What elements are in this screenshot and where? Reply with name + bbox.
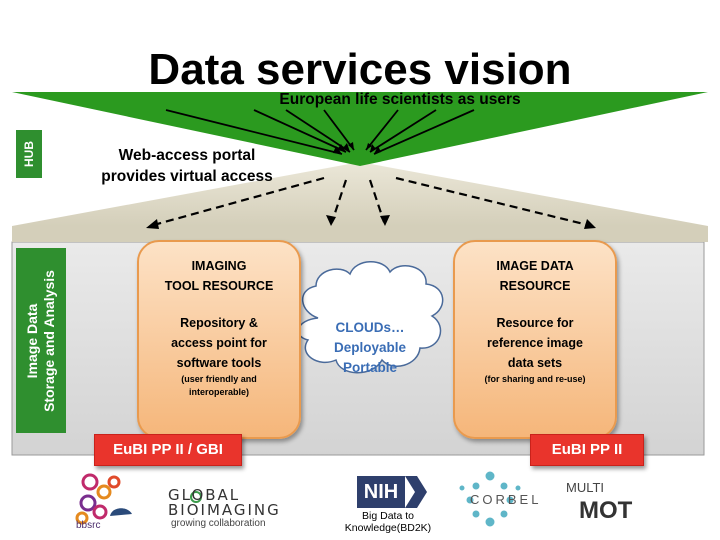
tool-resource-body: Repository & access point for software t… xyxy=(139,313,299,373)
bbsrc-gear-icon xyxy=(75,473,121,525)
portal-line-1: Web-access portal xyxy=(118,147,256,164)
tool-note-line-1: (user friendly and xyxy=(181,374,257,384)
data-heading-line-1: IMAGE DATA xyxy=(496,259,574,273)
gbi-logo-line-2: BIOIMAGING xyxy=(168,501,281,519)
data-body-line-2: reference image xyxy=(487,336,583,350)
corbel-logo-text: CORBEL xyxy=(470,492,542,507)
user-arrows xyxy=(165,109,475,155)
data-resource-body: Resource for reference image data sets xyxy=(455,313,615,373)
users-label: European life scientists as users xyxy=(279,91,521,108)
nih-chevron xyxy=(405,476,427,508)
hub-label: HUB xyxy=(16,130,42,178)
storage-label: Image Data Storage and Analysis xyxy=(16,248,66,433)
tool-resource-heading: IMAGING TOOL RESOURCE xyxy=(139,256,299,296)
nih-logo-subtitle: Big Data to Knowledge(BD2K) xyxy=(343,510,433,534)
tool-heading-line-2: TOOL RESOURCE xyxy=(164,279,274,293)
nih-logo: NIH xyxy=(357,476,405,508)
tool-body-line-1: Repository & xyxy=(180,316,258,330)
data-body-line-3: data sets xyxy=(507,356,563,370)
data-heading-line-2: RESOURCE xyxy=(499,279,571,293)
corbel-network-icon xyxy=(459,471,521,527)
multimot-logo-top: MULTI xyxy=(566,480,605,495)
access-band xyxy=(12,226,708,242)
access-arrows xyxy=(149,176,593,228)
user-funnel xyxy=(12,92,708,166)
cloud-line-3: Portable xyxy=(342,360,397,375)
multimot-logo-bottom: MOT xyxy=(579,497,633,524)
storage-label-text: Image Data Storage and Analysis xyxy=(24,270,58,412)
eubi-badge: EuBI PP II xyxy=(530,434,644,466)
tool-body-line-3: software tools xyxy=(176,356,262,370)
cloud-label: CLOUDs… Deployable Portable xyxy=(300,318,440,378)
tool-resource-note: (user friendly and interoperable) xyxy=(139,373,299,399)
storage-label-line-2: Storage and Analysis xyxy=(41,269,58,412)
gbi-logo-mark xyxy=(190,491,202,503)
portal-line-2: provides virtual access xyxy=(101,168,273,185)
bbsrc-logo-text: bbsrc xyxy=(76,520,101,531)
image-data-resource-box: IMAGE DATA RESOURCE Resource for referen… xyxy=(453,240,617,439)
access-trapezoid xyxy=(12,162,708,226)
hub-label-text: HUB xyxy=(22,141,36,167)
imaging-tool-resource-box: IMAGING TOOL RESOURCE Repository & acces… xyxy=(137,240,301,439)
nih-sub-line-1: Big Data to xyxy=(362,510,414,522)
cloud-line-1: CLOUDs… xyxy=(335,320,405,335)
data-resource-note: (for sharing and re-use) xyxy=(455,373,615,386)
eubi-gbi-badge: EuBI PP II / GBI xyxy=(94,434,242,466)
gbi-logo-tagline: growing collaboration xyxy=(171,518,266,529)
storage-label-line-1: Image Data xyxy=(24,303,41,378)
access-arrowheads xyxy=(146,215,596,229)
tool-note-line-2: interoperable) xyxy=(188,387,249,397)
user-arrowheads xyxy=(333,142,381,154)
bbsrc-mouse-icon xyxy=(110,508,132,516)
data-body-line-1: Resource for xyxy=(496,316,574,330)
portal-label: Web-access portal provides virtual acces… xyxy=(92,145,282,187)
nih-sub-line-2: Knowledge(BD2K) xyxy=(344,522,432,534)
data-resource-heading: IMAGE DATA RESOURCE xyxy=(455,256,615,296)
tool-body-line-2: access point for xyxy=(171,336,267,350)
page-title: Data services vision xyxy=(148,45,572,94)
data-note-line-1: (for sharing and re-use) xyxy=(484,374,586,384)
cloud-shape xyxy=(297,261,444,374)
cloud-line-2: Deployable xyxy=(333,340,407,355)
gbi-logo-line-1: GLOBAL xyxy=(168,486,241,504)
tool-heading-line-1: IMAGING xyxy=(191,259,247,273)
